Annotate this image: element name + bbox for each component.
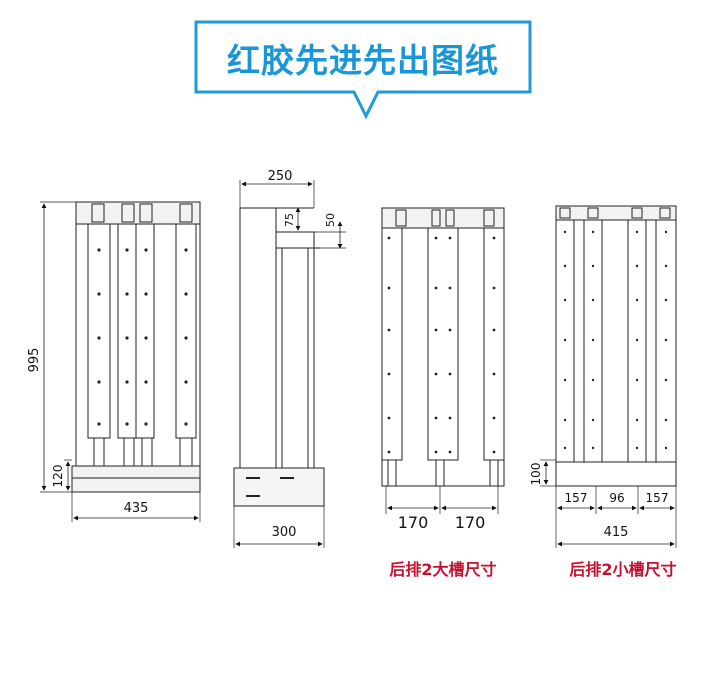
large-top-slot <box>483 209 495 227</box>
side-view <box>233 180 346 548</box>
small-slot-view <box>540 205 677 548</box>
small-base <box>555 461 677 487</box>
large-top-rail <box>381 207 505 229</box>
dim-label-170-b: 170 <box>455 513 486 532</box>
front-view <box>40 201 201 522</box>
front-top-rail <box>75 201 201 225</box>
dim-label-415: 415 <box>604 525 629 540</box>
caption-small-slot: 后排2小槽尺寸 <box>569 560 677 579</box>
front-plate <box>87 223 111 439</box>
technical-drawings: 995 120 435 250 75 50 300 <box>27 169 677 548</box>
large-plate <box>483 227 505 461</box>
side-back-panel <box>239 207 277 471</box>
small-top-rail <box>555 205 677 221</box>
banner-title: 红胶先进先出图纸 <box>227 41 499 80</box>
small-top-slot <box>659 207 671 219</box>
small-holes <box>563 230 668 450</box>
small-top-slot <box>587 207 599 219</box>
dim-label-157-a: 157 <box>565 491 588 505</box>
dim-label-157-b: 157 <box>646 491 669 505</box>
dim-label-300: 300 <box>272 525 297 540</box>
dim-label-995: 995 <box>27 348 42 373</box>
large-top-slot <box>395 209 407 227</box>
front-base <box>71 465 201 493</box>
large-top-slot <box>431 209 441 227</box>
large-leg <box>489 459 499 487</box>
front-top-slot <box>121 203 135 223</box>
front-leg <box>179 437 193 469</box>
dim-label-75: 75 <box>283 213 296 227</box>
side-base-slots <box>246 477 294 497</box>
dim-label-170-a: 170 <box>398 513 429 532</box>
front-leg <box>123 437 135 469</box>
caption-large-slot: 后排2大槽尺寸 <box>389 560 497 579</box>
large-plate <box>427 227 459 461</box>
large-leg <box>387 459 397 487</box>
small-top-slot <box>631 207 643 219</box>
side-base <box>233 467 325 507</box>
front-leg <box>93 437 105 469</box>
dim-label-120: 120 <box>51 465 65 488</box>
front-top-slot <box>139 203 153 223</box>
banner-frame <box>194 20 532 120</box>
dim-label-96: 96 <box>609 491 624 505</box>
front-outer-frame <box>75 201 201 493</box>
front-top-slot <box>179 203 193 223</box>
large-leg <box>435 459 445 487</box>
large-slot-view <box>381 207 505 514</box>
large-outer-frame <box>381 207 505 487</box>
front-leg <box>141 437 153 469</box>
large-holes <box>387 236 496 454</box>
small-top-slot <box>559 207 571 219</box>
dim-label-100: 100 <box>529 463 543 486</box>
dim-label-435: 435 <box>124 501 149 516</box>
front-holes <box>97 248 188 426</box>
dim-label-50: 50 <box>324 213 337 227</box>
front-top-slot <box>91 203 105 223</box>
title-banner <box>194 20 532 120</box>
large-top-slot <box>445 209 455 227</box>
large-plate <box>381 227 403 461</box>
front-plate <box>175 223 197 439</box>
dim-label-250: 250 <box>268 169 293 184</box>
